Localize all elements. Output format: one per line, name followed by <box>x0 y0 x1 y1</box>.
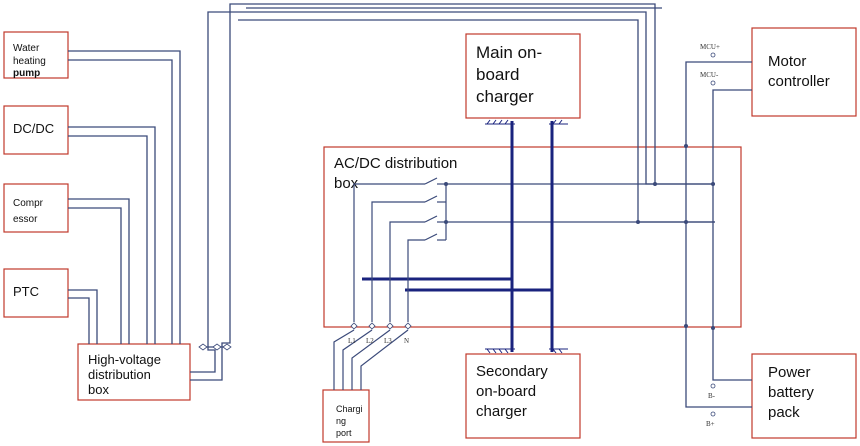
hv-box-label-1: High-voltage <box>88 352 161 367</box>
battery-pack-box <box>751 353 857 439</box>
hv-to-acdc-wires <box>190 3 715 381</box>
secondary-charger-label-3: charger <box>476 403 527 420</box>
svg-text:Main on- board charger: Main on- board charger <box>476 43 546 106</box>
terminal-n: N <box>404 337 409 345</box>
svg-text:Compr essor: Compr essor <box>13 198 46 225</box>
terminal-mcu-minus: MCU- <box>700 71 719 79</box>
main-charger-label-3: charger <box>476 87 534 106</box>
terminal-markers <box>710 52 716 417</box>
acdc-distribution-box <box>323 146 742 328</box>
port-terminal-markers <box>350 322 412 330</box>
traction-bus-wires <box>446 61 752 408</box>
water-pump-label-3: pump <box>13 68 40 79</box>
dcdc-label: DC/DC <box>13 121 54 136</box>
battery-pack-label-1: Power <box>768 364 811 381</box>
svg-text:AC/DC distribution box: AC/DC distribution box <box>334 155 462 192</box>
secondary-charger-label-2: on-board <box>476 383 536 400</box>
svg-text:Power battery pack: Power battery pack <box>768 364 818 421</box>
secondary-charger-box <box>465 353 581 439</box>
svg-text:Motor controller: Motor controller <box>768 53 830 90</box>
ptc-box <box>3 268 69 318</box>
charger-pin-marks <box>485 119 568 354</box>
terminal-l2: L2 <box>366 337 374 345</box>
secondary-charger-label-1: Secondary <box>476 363 548 380</box>
battery-pack-label-2: battery <box>768 384 814 401</box>
acdc-box-label-1: AC/DC distribution <box>334 155 457 172</box>
acdc-box-label-2: box <box>334 175 359 192</box>
charging-port-box <box>322 389 370 443</box>
main-charger-label-1: Main on- <box>476 43 542 62</box>
charging-port-label-3: port <box>336 428 352 438</box>
main-charger-box <box>465 33 581 119</box>
junction-dots <box>444 144 715 330</box>
svg-text:Chargi ng port: Chargi ng port <box>336 404 365 438</box>
ac-switch-wires <box>333 177 447 390</box>
compressor-label-1: Compr <box>13 198 44 209</box>
terminal-b-minus: B- <box>708 392 716 400</box>
water-pump-label-1: Water <box>13 43 40 54</box>
hv-load-wires <box>68 50 181 344</box>
charger-buses <box>362 121 554 352</box>
hv-box-label-2: distribution <box>88 367 151 382</box>
water-pump-label-2: heating <box>13 56 46 67</box>
compressor-label-2: essor <box>13 214 38 225</box>
water-pump-box <box>3 31 69 79</box>
terminal-l3: L3 <box>384 337 392 345</box>
main-charger-label-2: board <box>476 65 519 84</box>
hv-connector-marks <box>198 343 232 351</box>
terminal-l1: L1 <box>348 337 356 345</box>
svg-text:Water heating pump: Water heating pump <box>13 43 49 79</box>
charging-port-label-2: ng <box>336 416 346 426</box>
battery-pack-label-3: pack <box>768 404 800 421</box>
motor-controller-label-1: Motor <box>768 53 806 70</box>
hv-box-label-3: box <box>88 382 109 397</box>
terminal-b-plus: B+ <box>706 420 715 428</box>
ptc-label: PTC <box>13 284 39 299</box>
motor-controller-box <box>751 27 857 117</box>
svg-text:Secondary on-board cha: Secondary on-board charger <box>476 363 552 420</box>
charging-port-label-1: Chargi <box>336 404 363 414</box>
terminal-mcu-plus: MCU+ <box>700 43 720 51</box>
motor-controller-label-2: controller <box>768 73 830 90</box>
svg-text:High-voltage distribution: High-voltage distribution box <box>88 352 165 397</box>
dcdc-box <box>3 105 69 155</box>
